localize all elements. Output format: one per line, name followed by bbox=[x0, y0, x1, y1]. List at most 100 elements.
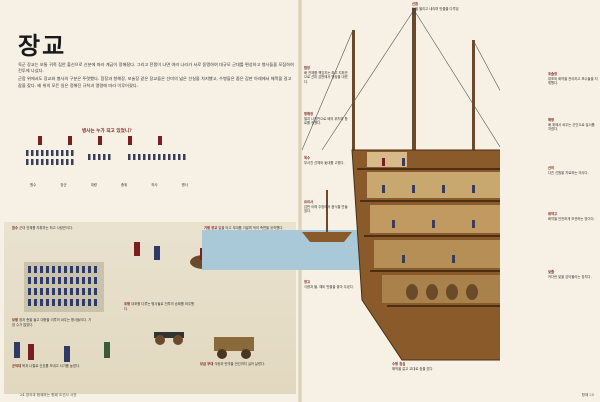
callout-title: 선원 bbox=[412, 2, 419, 6]
deck-gun bbox=[360, 200, 500, 202]
callout-title: 목수 bbox=[304, 156, 311, 160]
caption-title: 원수 bbox=[12, 226, 19, 230]
caption-cavalry: 기병 장교 말을 타고 부대를 이끌며 적의 측면을 공격했다. bbox=[204, 226, 288, 231]
lower-interior bbox=[370, 205, 500, 233]
orlop-interior bbox=[374, 240, 500, 268]
callout-text: 배 전체를 책임지는 최고 지휘관으로 선미 갑판에서 명령을 내렸다. bbox=[304, 70, 348, 84]
callout-title: 선의 bbox=[548, 166, 555, 170]
callout-title: 함장 bbox=[304, 66, 311, 70]
callout-text: 해먹을 걸고 교대로 잠을 잤다. bbox=[392, 366, 434, 371]
callout-text: 부서진 선체와 돛대를 고쳤다. bbox=[304, 160, 345, 165]
callout-text: 다친 선원을 치료하는 의사다. bbox=[548, 170, 589, 175]
caption-text: 군대 전체를 지휘하는 최고 사령관이다. bbox=[19, 226, 73, 230]
infantry-block bbox=[24, 262, 104, 312]
officer-row bbox=[38, 136, 162, 145]
rank-label: 원수 bbox=[30, 183, 37, 187]
callout-text: 화약을 안전하게 보관하는 방이다. bbox=[548, 216, 595, 221]
rigging bbox=[321, 9, 415, 151]
callout-gunner: 포술장 대포와 화약을 관리하고 포수들을 지휘했다. bbox=[548, 72, 598, 86]
deck-upper bbox=[357, 168, 500, 170]
rank-chart-title: 병사는 누가 되고 있었니? bbox=[82, 129, 132, 134]
barrels bbox=[406, 284, 478, 300]
callout-storeroom: 창고 식량과 물, 예비 밧줄을 쌓아 두었다. bbox=[304, 280, 384, 289]
book-gutter bbox=[298, 0, 302, 402]
callout-captain: 함장 배 전체를 책임지는 최고 지휘관으로 선미 갑판에서 명령을 내렸다. bbox=[304, 66, 348, 84]
mast-mizzen bbox=[352, 30, 355, 150]
caption-artillery: 포병 대포를 다루는 병사들로 전투의 승패를 좌우했다. bbox=[124, 302, 194, 311]
rigging bbox=[472, 39, 500, 91]
callout-text: 별과 나침반으로 배의 위치와 항로를 정했다. bbox=[304, 116, 348, 126]
caption-supply: 보급 부대 식량과 탄약을 전선까지 실어 날랐다. bbox=[200, 362, 288, 367]
rank-labels: 원수 장군 대령 중위 하사 병사 bbox=[18, 182, 200, 187]
rank-label: 병사 bbox=[181, 183, 188, 187]
caption-title: 군악대 bbox=[12, 364, 22, 368]
callout-title: 항해장 bbox=[304, 112, 314, 116]
caption-marshal: 원수 군대 전체를 지휘하는 최고 사령관이다. bbox=[12, 226, 82, 231]
intro-paragraph-2: 군함 위에서도 장교와 병사의 구분은 뚜렷했다. 함장과 항해장, 포술장 같… bbox=[18, 76, 292, 88]
caption-title: 보병 bbox=[12, 318, 19, 322]
caption-title: 포병 bbox=[124, 302, 131, 306]
rigging bbox=[301, 29, 354, 151]
callout-sailor: 선원 돛을 올리고 내리며 밧줄을 다루었다. bbox=[412, 2, 462, 16]
deck-hold bbox=[387, 305, 500, 307]
rank-label: 중위 bbox=[121, 183, 128, 187]
rank-label: 대령 bbox=[90, 183, 97, 187]
callout-title: 수병 침실 bbox=[392, 362, 406, 366]
rowboat bbox=[302, 232, 352, 242]
callout-title: 화약고 bbox=[548, 212, 558, 216]
mast-main bbox=[412, 8, 416, 158]
callout-title: 닻줄 bbox=[548, 270, 555, 274]
callout-text: 커다란 닻을 감아올리는 장치다. bbox=[548, 274, 592, 279]
lower-figures bbox=[14, 342, 110, 362]
callout-surgeon: 선의 다친 선원을 치료하는 의사다. bbox=[548, 166, 598, 175]
rank-chart: 병사는 누가 되고 있었니? bbox=[18, 128, 200, 184]
rank-figures bbox=[26, 136, 186, 165]
deck-orlop bbox=[370, 270, 500, 272]
cannon-figure bbox=[154, 332, 184, 345]
rank-label: 장군 bbox=[60, 183, 67, 187]
footer-left: 24 영국과 함께하는 항해 조선사 사전 bbox=[20, 393, 77, 397]
caption-text: 북과 나팔로 신호를 보내고 사기를 높였다. bbox=[22, 364, 81, 368]
callout-title: 해병 bbox=[548, 118, 555, 122]
caption-infantry: 보병 창과 총을 들고 대형을 이루어 싸우는 병사들이다. 가장 수가 많았다… bbox=[12, 318, 92, 327]
caption-text: 식량과 탄약을 전선까지 실어 날랐다. bbox=[214, 362, 266, 366]
callout-text: 갑판 아래 주방에서 음식을 만들었다. bbox=[304, 204, 348, 214]
callout-quarters: 수병 침실 해먹을 걸고 교대로 잠을 잤다. bbox=[392, 362, 542, 371]
gun-deck-interior bbox=[367, 172, 500, 198]
crew-figures bbox=[382, 158, 475, 263]
callout-capstan: 닻줄 커다란 닻을 감아올리는 장치다. bbox=[548, 270, 598, 279]
caption-band: 군악대 북과 나팔로 신호를 보내고 사기를 높였다. bbox=[12, 364, 92, 369]
callout-text: 돛을 올리고 내리며 밧줄을 다루었다. bbox=[412, 6, 459, 16]
soldier-grid bbox=[26, 150, 186, 165]
rank-label: 하사 bbox=[151, 183, 158, 187]
right-page: 함장 배 전체를 책임지는 최고 지휘관으로 선미 갑판에서 명령을 내렸다. … bbox=[202, 0, 600, 402]
footer-right: 항해 25 bbox=[581, 393, 594, 397]
intro-paragraph-1: 육군 장교는 보통 귀족 집안 출신으로 신분에 따라 계급이 정해졌다. 그리… bbox=[18, 62, 294, 74]
callout-title: 요리사 bbox=[304, 200, 314, 204]
callout-title: 창고 bbox=[304, 280, 311, 284]
caption-title: 기병 장교 bbox=[204, 226, 218, 230]
caption-text: 대포를 다루는 병사들로 전투의 승패를 좌우했다. bbox=[124, 302, 195, 311]
callout-text: 배 위에서 싸우는 군인으로 질서를 지켰다. bbox=[548, 122, 595, 132]
caption-text: 말을 타고 부대를 이끌며 적의 측면을 공격했다. bbox=[218, 226, 284, 230]
cabin bbox=[367, 152, 407, 167]
callout-text: 식량과 물, 예비 밧줄을 쌓아 두었다. bbox=[304, 284, 354, 289]
supply-wagon bbox=[214, 337, 254, 359]
callout-magazine: 화약고 화약을 안전하게 보관하는 방이다. bbox=[548, 212, 598, 221]
rowboat-mast bbox=[326, 190, 328, 232]
page-title: 장교 bbox=[18, 31, 67, 60]
callout-marine: 해병 배 위에서 싸우는 군인으로 질서를 지켰다. bbox=[548, 118, 598, 132]
mast-bow bbox=[472, 40, 475, 150]
callout-carpenter: 목수 부서진 선체와 돛대를 고쳤다. bbox=[304, 156, 348, 165]
ship-cutaway bbox=[202, 8, 500, 361]
rigging bbox=[413, 9, 500, 148]
callout-text: 대포와 화약을 관리하고 포수들을 지휘했다. bbox=[548, 76, 598, 86]
hold-interior bbox=[382, 275, 500, 303]
caption-title: 보급 부대 bbox=[200, 362, 214, 366]
callout-cook: 요리사 갑판 아래 주방에서 음식을 만들었다. bbox=[304, 200, 348, 214]
caption-text: 창과 총을 들고 대형을 이루어 싸우는 병사들이다. 가장 수가 많았다. bbox=[12, 318, 92, 327]
callout-title: 포술장 bbox=[548, 72, 558, 76]
intro-text: 육군 장교는 보통 귀족 집안 출신으로 신분에 따라 계급이 정해졌다. 그리… bbox=[18, 62, 294, 91]
callout-navigator: 항해장 별과 나침반으로 배의 위치와 항로를 정했다. bbox=[304, 112, 348, 126]
